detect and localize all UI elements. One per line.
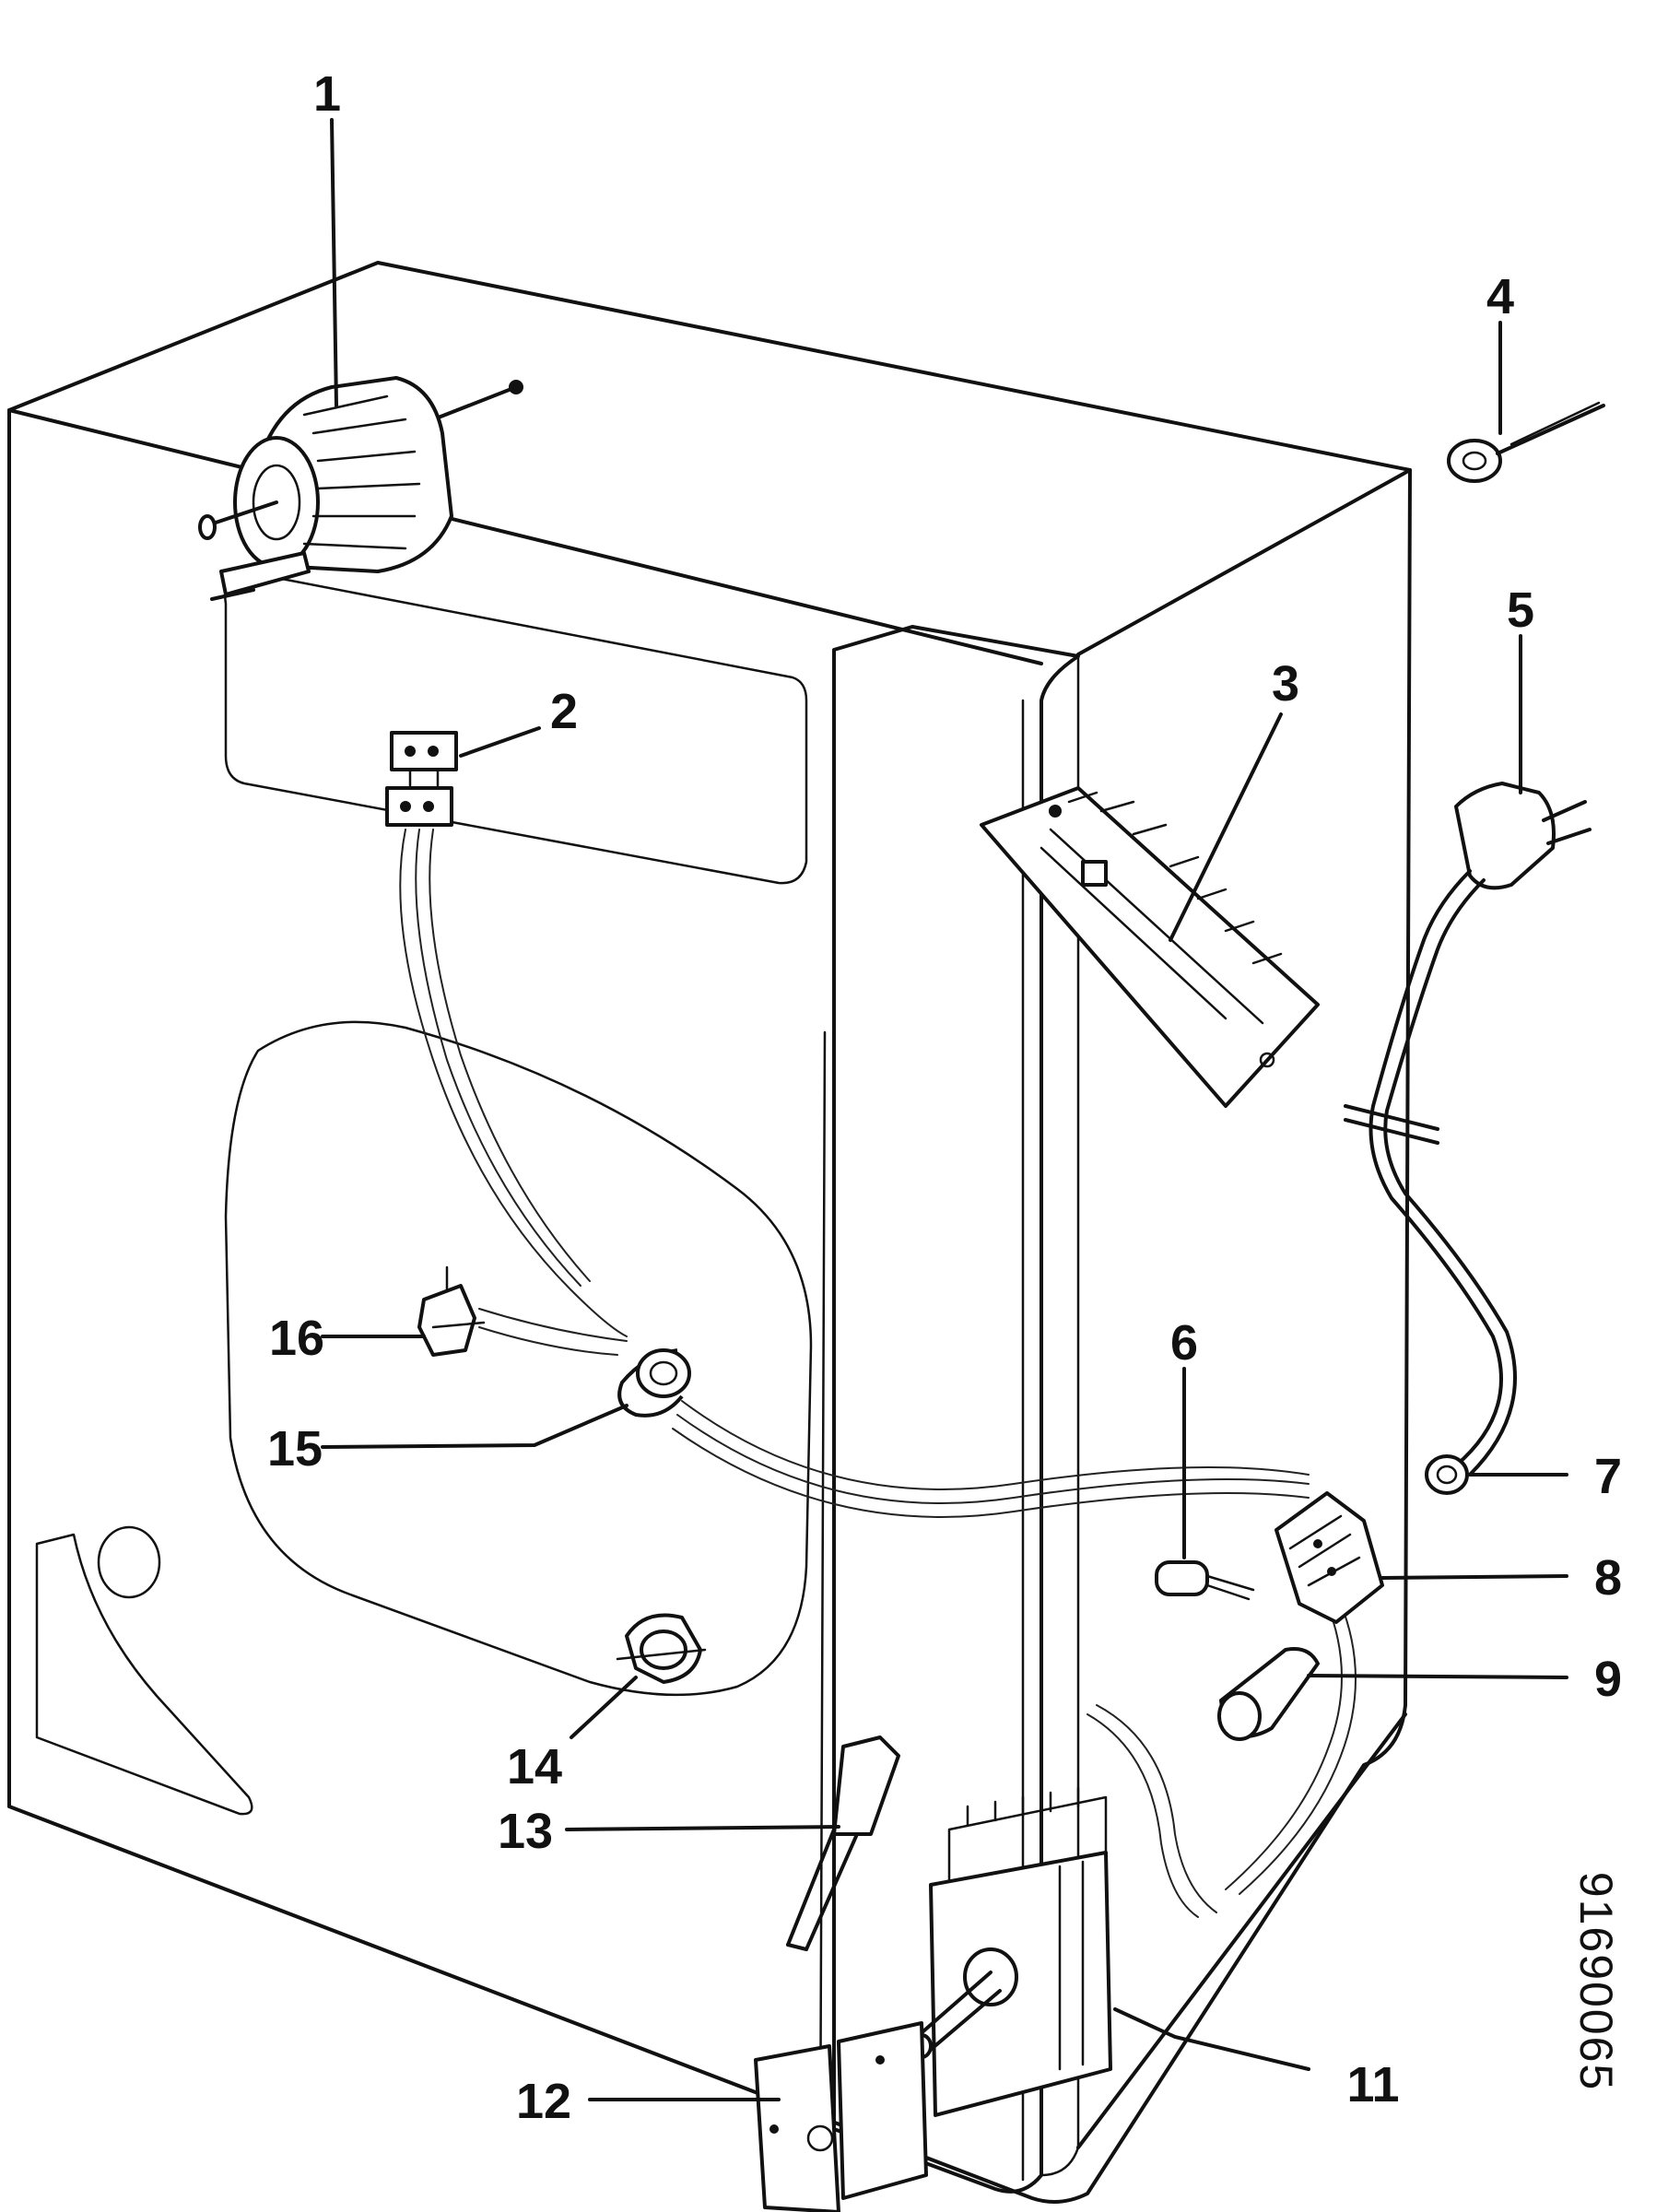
leader-11 bbox=[1113, 2007, 1310, 2071]
door-switch-part bbox=[786, 1735, 900, 1951]
thermostat-lower-part bbox=[616, 1613, 707, 1684]
callout-13: 13 bbox=[498, 1804, 553, 1859]
sensor-ring-part bbox=[617, 1348, 691, 1418]
callout-9: 9 bbox=[1594, 1652, 1622, 1707]
leader-13 bbox=[565, 1825, 840, 1831]
callout-7: 7 bbox=[1594, 1449, 1622, 1504]
leader-15 bbox=[321, 1404, 628, 1449]
suppressor-part bbox=[1155, 1560, 1255, 1601]
grommet-part bbox=[1425, 1454, 1469, 1495]
callout-12: 12 bbox=[516, 2074, 571, 2129]
motor-part bbox=[198, 376, 523, 601]
callout-5: 5 bbox=[1507, 582, 1534, 638]
thermostat-upper-part bbox=[417, 1265, 486, 1357]
callout-16: 16 bbox=[269, 1311, 324, 1366]
leader-3 bbox=[1169, 712, 1283, 942]
callout-3: 3 bbox=[1272, 656, 1299, 712]
bracket-part bbox=[754, 2021, 928, 2212]
callout-15: 15 bbox=[267, 1421, 323, 1477]
callout-8: 8 bbox=[1594, 1550, 1622, 1606]
callout-labels: 1 2 3 4 5 6 7 8 9 11 12 13 14 15 16 bbox=[267, 66, 1622, 2129]
callout-14: 14 bbox=[507, 1739, 562, 1794]
callout-1: 1 bbox=[313, 66, 341, 122]
leader-2 bbox=[459, 726, 541, 758]
cabinet bbox=[7, 261, 1412, 2204]
mains-plug-part bbox=[1344, 782, 1592, 1477]
callout-11: 11 bbox=[1346, 2057, 1399, 2112]
callout-6: 6 bbox=[1170, 1315, 1198, 1371]
connector-part bbox=[1274, 1491, 1384, 1624]
leader-14 bbox=[570, 1676, 638, 1739]
terminal-block-part bbox=[385, 731, 458, 827]
drawing-code: 91690065 bbox=[1570, 1872, 1622, 2091]
circuit-board-part bbox=[980, 786, 1320, 1108]
leader-8 bbox=[1380, 1574, 1568, 1580]
capacitor-part bbox=[1217, 1647, 1320, 1741]
callout-4: 4 bbox=[1486, 269, 1514, 324]
callout-2: 2 bbox=[550, 684, 578, 739]
leader-9 bbox=[1307, 1674, 1568, 1679]
clip-part bbox=[1447, 401, 1605, 483]
timer-part bbox=[910, 1786, 1112, 2117]
leader-1 bbox=[330, 118, 338, 407]
leader-lines bbox=[321, 118, 1568, 2101]
